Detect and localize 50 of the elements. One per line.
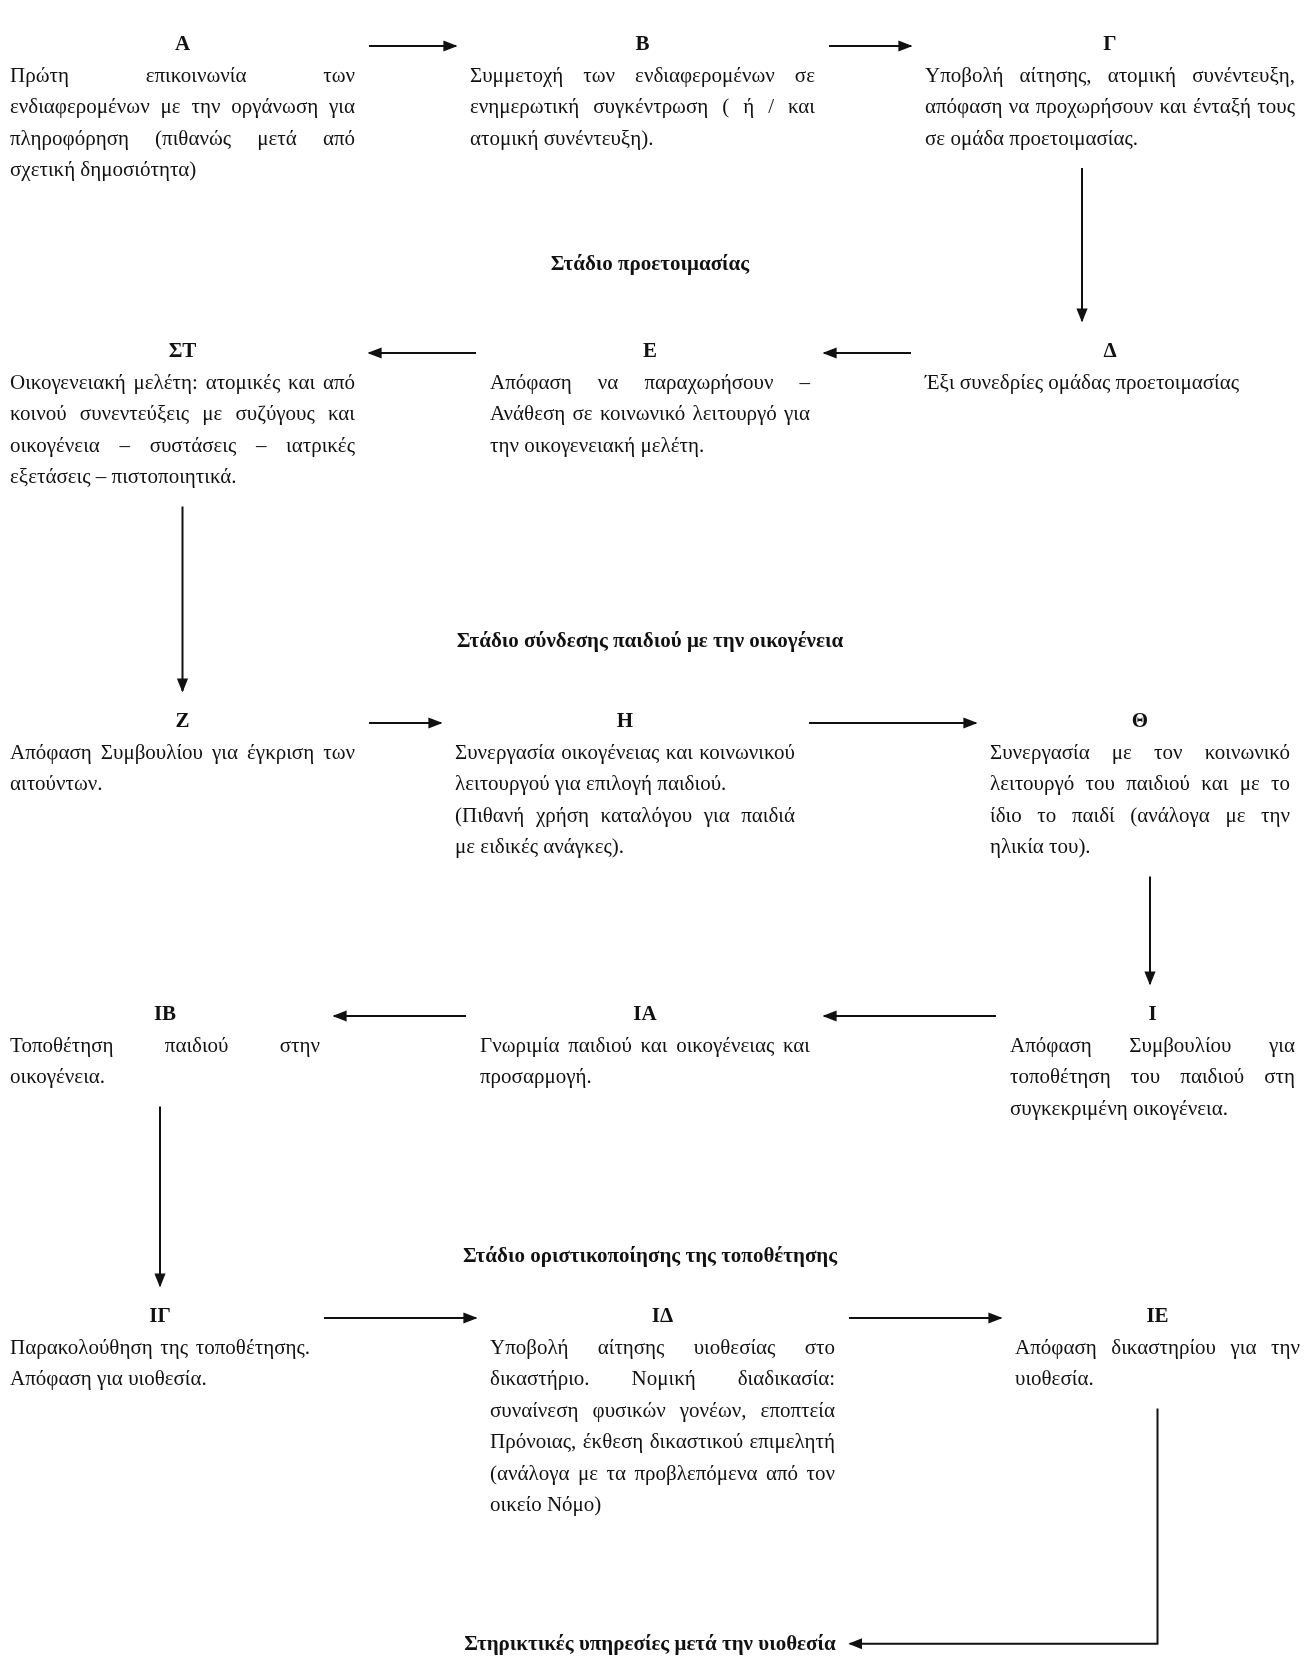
step-description: Συμμετοχή των ενδιαφερομένων σε ενημερωτική συγκέντρωση ( ή / και ατομική συνέντευξη).	[470, 61, 815, 152]
stage-heading: Στάδιο προετοιμασίας	[549, 250, 751, 277]
step-description: (Πιθανή χρήση καταλόγου για παιδιά με ειδικές ανάγκες).	[455, 801, 795, 860]
step-description: Συνεργασία οικογένειας και κοινωνικού λειτουργού για επιλογή παιδιού.	[455, 738, 795, 797]
step-description: Απόφαση Συμβουλίου για τοποθέτηση του παιδιού στη συγκεκριμένη οικογένεια.	[1010, 1031, 1295, 1122]
arrow	[367, 347, 477, 359]
arrow	[176, 505, 189, 693]
step-letter: Γ	[1102, 30, 1118, 57]
step-description: Τοποθέτηση παιδιού στην οικογένεια.	[10, 1031, 320, 1090]
arrow	[1076, 167, 1088, 323]
arrow	[332, 1010, 467, 1022]
step-description: Γνωριμία παιδιού και οικογένειας και προσαρμογή.	[480, 1031, 810, 1090]
step-description: Υποβολή αίτησης υιοθεσίας στο δικαστήριο. Νομική διαδικασία: συναίνεση φυσικών γονέων, εποπτεία Πρόνοιας, έκθεση δικαστικού επιμελητή (ανάλογα με τα προβλεπόμενα από τον οικείο Νόμο)	[490, 1333, 835, 1518]
step-letter: Θ	[1130, 707, 1150, 734]
step-description: Συνεργασία με τον κοινωνικό λειτουργό του παιδιού και με το ίδιο το παιδί (ανάλογα με την ηλικία του).	[990, 738, 1290, 860]
arrow	[323, 1312, 478, 1324]
arrow	[368, 40, 458, 52]
stage-heading: Στάδιο σύνδεσης παιδιού με την οικογένεια	[455, 627, 845, 654]
arrow	[368, 717, 443, 729]
step-description: Απόφαση να παραχωρήσουν – Ανάθεση σε κοινωνικό λειτουργό για την οικογενειακή μελέτη.	[490, 368, 810, 459]
step-letter: Ζ	[174, 707, 191, 734]
step-description: Υποβολή αίτησης, ατομική συνέντευξη, απόφαση να προχωρήσουν και ένταξή τους σε ομάδα προετοιμασίας.	[925, 61, 1295, 152]
step-letter: Ε	[642, 337, 658, 364]
step-letter: Α	[173, 30, 192, 57]
arrow	[822, 1010, 997, 1022]
arrow	[154, 1105, 166, 1288]
arrow	[1144, 875, 1156, 986]
step-letter: ΙΑ	[632, 1000, 658, 1027]
arrow	[822, 347, 912, 359]
arrow	[828, 40, 913, 52]
step-description: Απόφαση δικαστηρίου για την υιοθεσία.	[1015, 1333, 1300, 1392]
arrow	[848, 1312, 1003, 1324]
step-description: Έξι συνεδρίες ομάδας προετοιμασίας	[925, 368, 1241, 396]
step-description: Παρακολούθηση της τοποθέτησης. Απόφαση για υιοθεσία.	[10, 1333, 310, 1392]
step-letter: ΙΒ	[152, 1000, 178, 1027]
step-letter: ΙΓ	[148, 1302, 172, 1329]
stage-heading: Στάδιο οριστικοποίησης της τοποθέτησης	[461, 1242, 839, 1269]
arrow	[848, 1407, 1159, 1650]
step-letter: Ι	[1147, 1000, 1158, 1027]
step-letter: Η	[615, 707, 635, 734]
stage-title: Στηρικτικές υπηρεσίες μετά την υιοθεσία	[463, 1630, 837, 1657]
step-letter: Β	[634, 30, 651, 57]
step-letter: Δ	[1102, 337, 1118, 364]
step-description: Απόφαση Συμβουλίου για έγκριση των αιτούντων.	[10, 738, 355, 797]
step-letter: ΙΕ	[1145, 1302, 1170, 1329]
step-letter: ΣΤ	[167, 337, 198, 364]
arrow	[808, 717, 978, 729]
step-letter: ΙΔ	[650, 1302, 675, 1329]
step-description: Οικογενειακή μελέτη: ατομικές και από κοινού συνεντεύξεις με συζύγους και οικογένεια – συστάσεις – ιατρικές εξετάσεις – πιστοποιητικά.	[10, 368, 355, 490]
step-description: Πρώτη επικοινωνία των ενδιαφερομένων με την οργάνωση για πληροφόρηση (πιθανώς μετά από σχετική δημοσιότητα)	[10, 61, 355, 183]
